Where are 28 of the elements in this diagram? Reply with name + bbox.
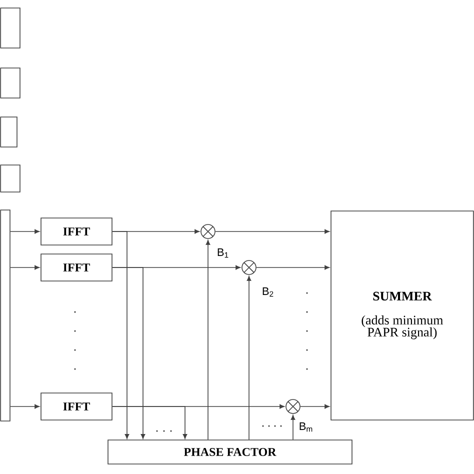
multiplier-symbol — [200, 224, 216, 239]
block-box — [0, 8, 20, 48]
arrow — [112, 267, 146, 439]
multiplier-symbol — [286, 399, 300, 414]
process-box: IFFT — [40, 254, 112, 282]
arrow — [112, 406, 188, 439]
multiplier-symbol — [242, 260, 256, 275]
process-box: IFFT — [40, 392, 112, 420]
arrow — [10, 404, 40, 409]
signal-label: B$_{2}$ — [262, 287, 274, 297]
arrow — [300, 404, 330, 409]
block-box — [0, 68, 20, 98]
arrow — [112, 231, 130, 439]
signal-label: B$_{1}$ — [218, 248, 228, 258]
process-box: IFFT — [40, 218, 112, 246]
block-box — [0, 210, 10, 422]
arrow — [256, 265, 330, 270]
arrow — [290, 415, 296, 440]
block-box — [0, 116, 18, 148]
block-box — [0, 164, 20, 192]
arrow — [10, 229, 40, 234]
arrow — [206, 240, 210, 440]
process-box: PHASE FACTOR — [108, 440, 352, 464]
signal-label: B$_{m}$ — [300, 422, 312, 432]
arrow — [215, 229, 330, 234]
summer-box: SUMMER (adds minimum PAPR signal) — [330, 210, 474, 420]
arrow — [10, 265, 40, 270]
arrow — [246, 276, 252, 440]
